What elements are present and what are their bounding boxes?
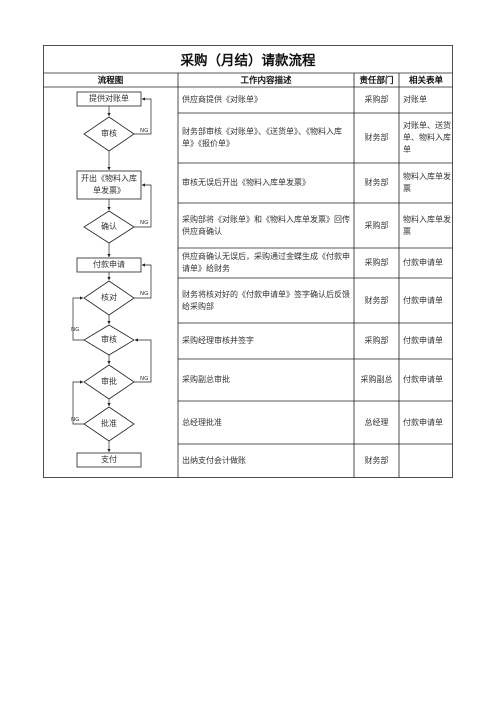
row-dept: 财务部 bbox=[364, 295, 389, 305]
row-desc: 供应商确认无误后，采购通过金蝶生成《付款申请单》给财务 bbox=[182, 252, 350, 273]
page-title: 采购（月结）请款流程 bbox=[180, 53, 316, 69]
ng-label: NG bbox=[71, 417, 80, 423]
row-dept: 财务部 bbox=[364, 455, 389, 465]
node-label: 确认 bbox=[101, 222, 117, 231]
row-forms: 物料入库单发票 bbox=[403, 214, 451, 236]
row-desc: 采购副总审批 bbox=[182, 375, 230, 384]
row-desc: 审核无误后开出《物料入库单发票》 bbox=[182, 178, 310, 187]
node-issue-invoice bbox=[76, 170, 142, 200]
ng-label: NG bbox=[140, 291, 149, 297]
ng-label: NG bbox=[140, 128, 149, 134]
row-dept: 财务部 bbox=[364, 178, 389, 187]
node-label: 提供对账单 bbox=[89, 94, 129, 103]
ng-label: NG bbox=[140, 220, 149, 226]
row-forms: 付款申请单 bbox=[403, 336, 443, 345]
node-label: 开出《物料入库单发票》 bbox=[81, 174, 137, 195]
row-forms: 付款申请单 bbox=[403, 375, 443, 384]
header-flow: 流程图 bbox=[97, 76, 124, 86]
ng-label: NG bbox=[71, 327, 80, 333]
header-dept: 责任部门 bbox=[359, 76, 394, 86]
row-forms: 付款申请单 bbox=[403, 295, 443, 305]
row-dept: 采购部 bbox=[364, 95, 389, 104]
row-desc: 供应商提供《对账单》 bbox=[182, 95, 262, 104]
row-desc: 总经理批准 bbox=[182, 417, 222, 427]
row-desc: 财务将核对好的《付款申请单》签字确认后反馈给采购部 bbox=[182, 289, 350, 311]
node-label: 支付 bbox=[101, 455, 117, 464]
row-desc: 出纳支付会计做账 bbox=[182, 455, 246, 465]
row-forms bbox=[399, 444, 453, 477]
row-forms: 对账单 bbox=[403, 95, 427, 104]
row-dept: 财务部 bbox=[364, 133, 389, 142]
row-dept: 采购部 bbox=[364, 336, 389, 345]
row-dept: 采购副总 bbox=[360, 375, 393, 384]
row-desc: 采购部将《对账单》和《物料入库单发票》回传供应商确认 bbox=[182, 214, 350, 236]
flow-table: 采购（月结）请款流程 流程图 工作内容描述 责任部门 相关表单 提供对账单 审核… bbox=[43, 45, 453, 478]
row-dept: 总经理 bbox=[364, 417, 389, 427]
node-label: 付款申请 bbox=[93, 260, 125, 269]
header-forms: 相关表单 bbox=[408, 76, 443, 86]
node-label: 审核 bbox=[101, 335, 117, 344]
node-label: 核对 bbox=[101, 293, 117, 302]
row-forms: 对账单、送货单、物料入库单 bbox=[403, 121, 451, 154]
row-forms: 付款申请单 bbox=[403, 417, 443, 427]
table-and-flowchart-lines bbox=[43, 45, 453, 478]
node-label: 审批 bbox=[101, 377, 117, 386]
node-pay bbox=[76, 452, 142, 468]
row-desc: 财务部审核《对账单》、《送货单》、《物料入库单》《报价单》 bbox=[182, 127, 342, 148]
ng-label: NG bbox=[140, 376, 149, 382]
row-forms: 付款申请单 bbox=[403, 258, 443, 267]
header-desc: 工作内容描述 bbox=[240, 76, 292, 86]
row-forms: 物料入库单发票 bbox=[403, 172, 451, 193]
node-label: 批准 bbox=[101, 419, 117, 428]
row-dept: 采购部 bbox=[364, 258, 389, 267]
node-label: 审核 bbox=[101, 129, 117, 138]
row-dept: 采购部 bbox=[364, 220, 389, 230]
row-desc: 采购经理审核并签字 bbox=[182, 336, 254, 345]
